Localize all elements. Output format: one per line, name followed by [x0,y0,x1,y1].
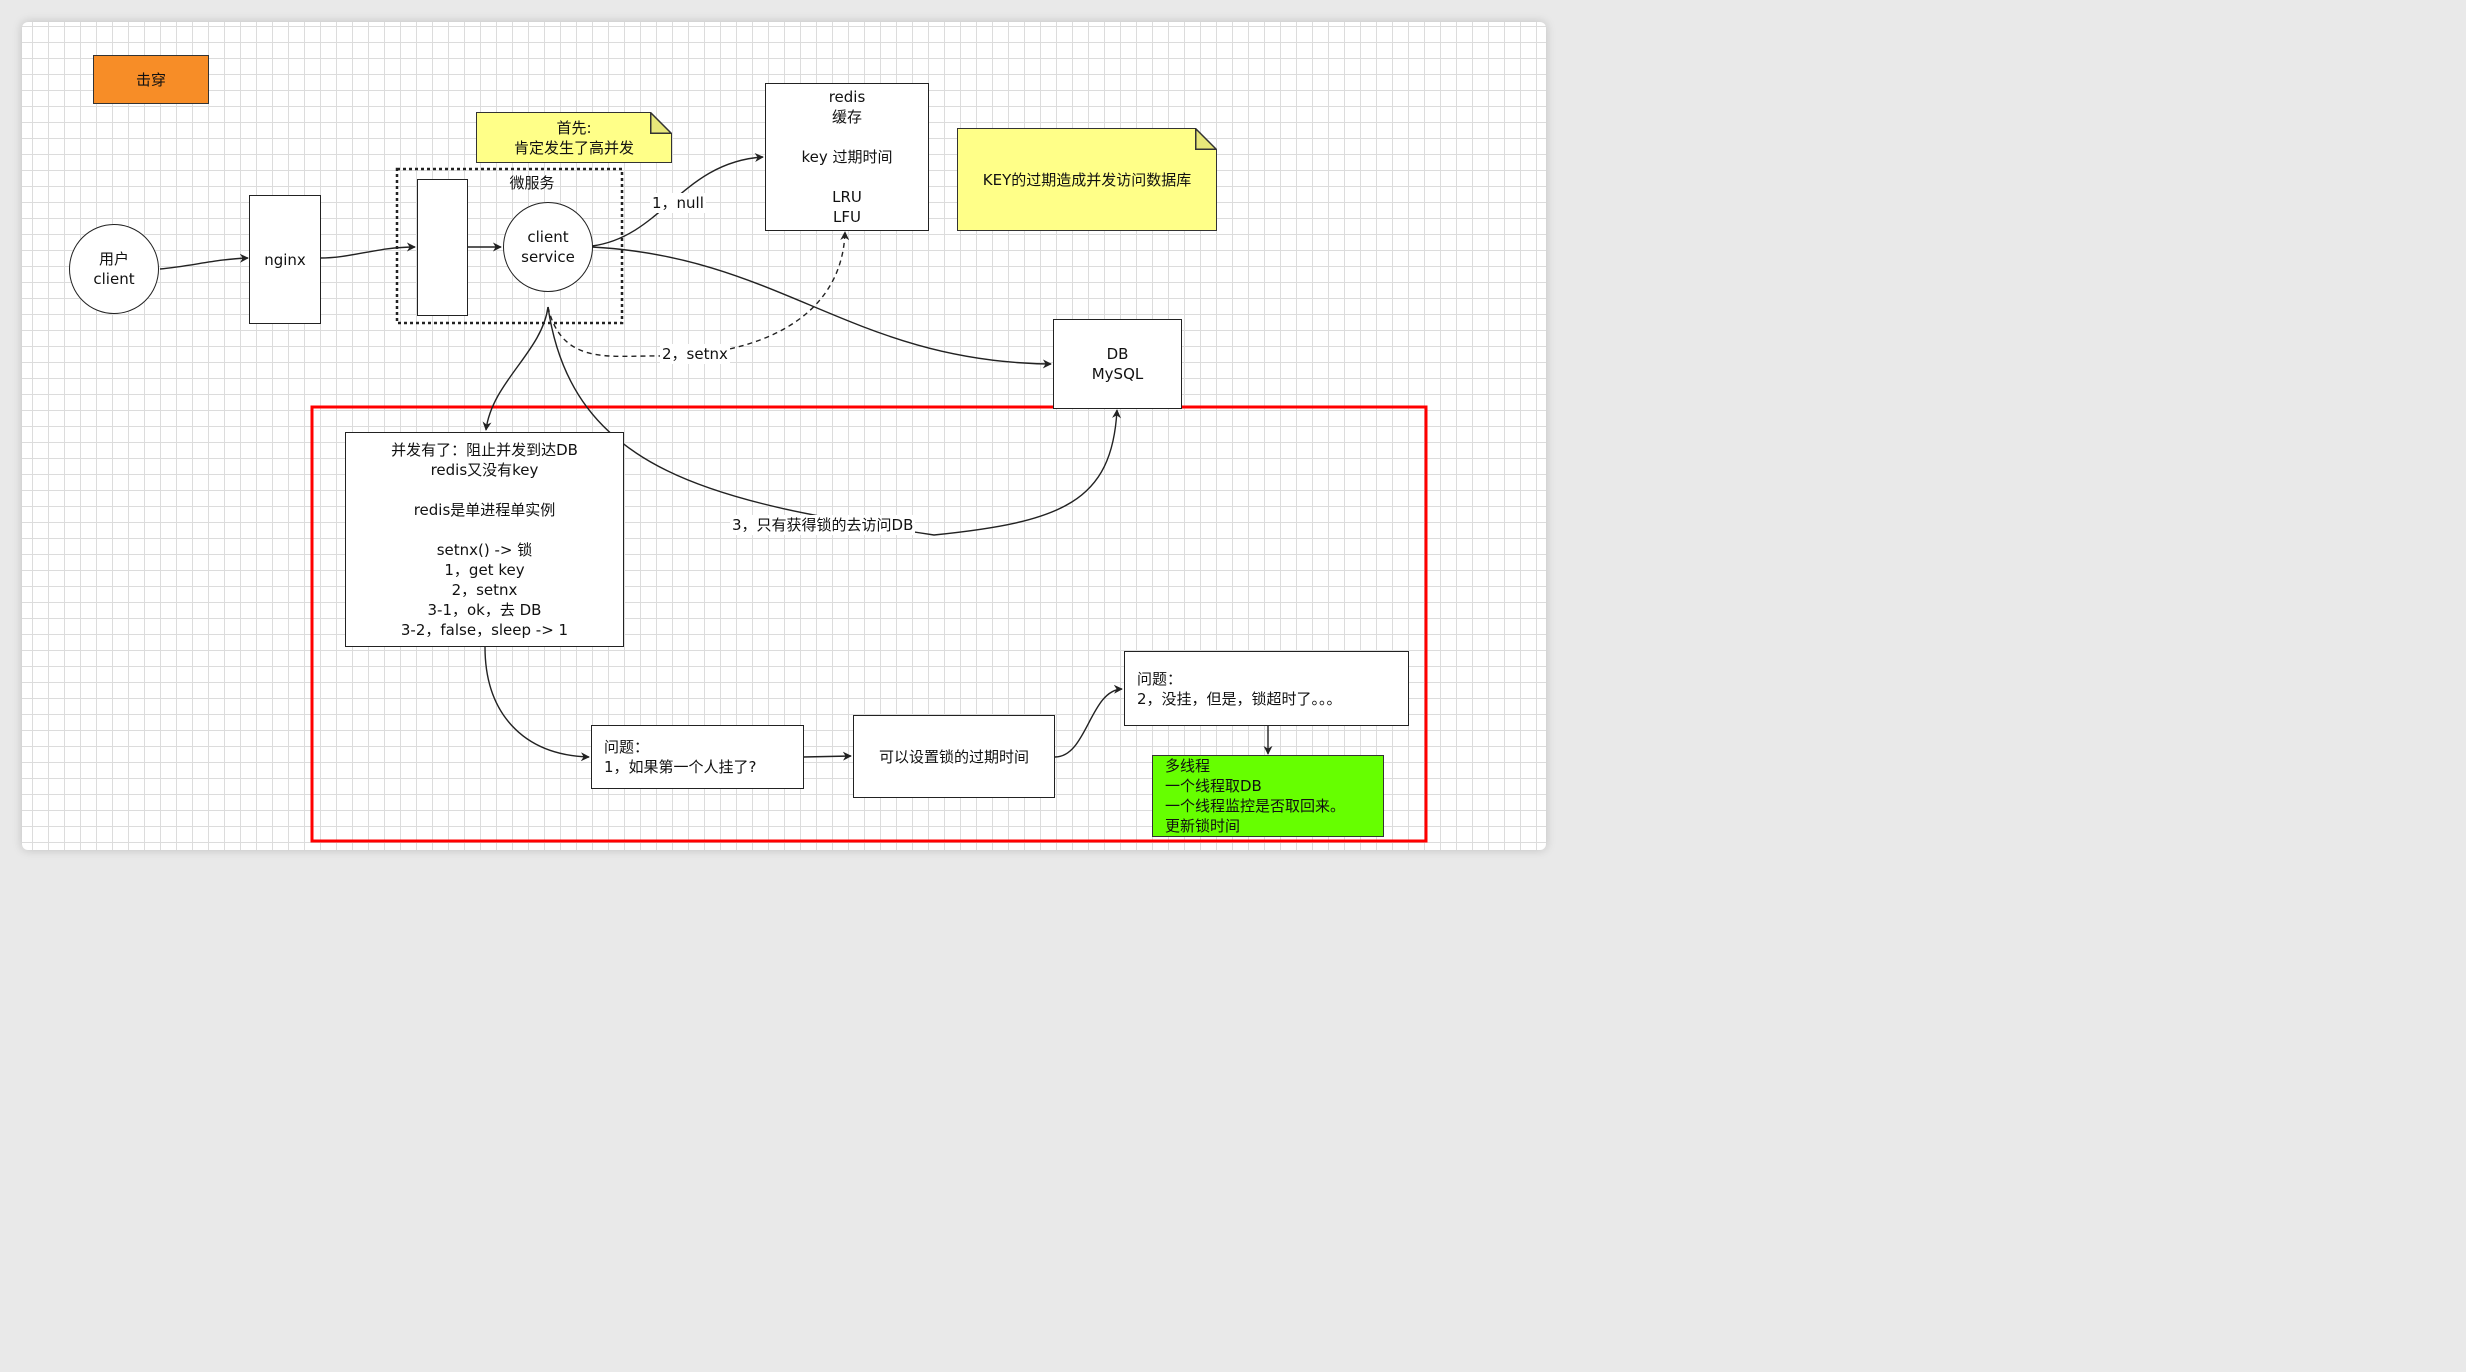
edge-label-setnx: 2，setnx [660,344,730,364]
title-box[interactable]: 击穿 [93,55,209,104]
db-mysql-node[interactable]: DB MySQL [1053,319,1182,409]
microservice-boundary [395,167,624,325]
edge-label-null: 1，null [650,193,706,213]
note-first-fold [650,112,672,134]
problem2-node[interactable]: 问题： 2，没挂，但是，锁超时了。。。 [1124,651,1409,726]
problem1-node[interactable]: 问题： 1，如果第一个人挂了? [591,725,804,789]
multithread-node[interactable]: 多线程 一个线程取DB 一个线程监控是否取回来。 更新锁时间 [1152,755,1384,837]
edge-label-lock-db: 3，只有获得锁的去访问DB [730,515,916,535]
client-service-node[interactable]: client service [503,202,593,292]
note-key-fold [1195,128,1217,150]
microservice-gateway[interactable] [417,179,468,316]
edge-user-nginx [159,253,249,270]
note-first[interactable]: 首先: 肯定发生了高并发 [476,112,672,163]
concurrency-node[interactable]: 并发有了：阻止并发到达DB redis又没有key redis是单进程单实例 s… [345,432,624,647]
diagram-canvas: 击穿 首先: 肯定发生了高并发 KEY的过期造成并发访问数据库 用户 clien… [22,22,1546,850]
redis-cache-node[interactable]: redis 缓存 key 过期时间 LRU LFU [765,83,929,231]
lock-expire-node[interactable]: 可以设置锁的过期时间 [853,715,1055,798]
edge-client-concurrency [482,306,549,431]
note-key-expiry[interactable]: KEY的过期造成并发访问数据库 [957,128,1217,231]
microservice-label: 微服务 [509,174,555,192]
edge-concurrency-problem1 [484,646,590,762]
edge-lock-problem2 [1054,684,1123,758]
user-client-node[interactable]: 用户 client [69,224,159,314]
highlight-region [310,405,1428,843]
edge-client-db-lock [547,306,1122,536]
edge-client-db [591,246,1052,369]
edge-nginx-ms [319,242,416,259]
edge-problem1-lock [802,751,852,761]
nginx-node[interactable]: nginx [249,195,321,324]
